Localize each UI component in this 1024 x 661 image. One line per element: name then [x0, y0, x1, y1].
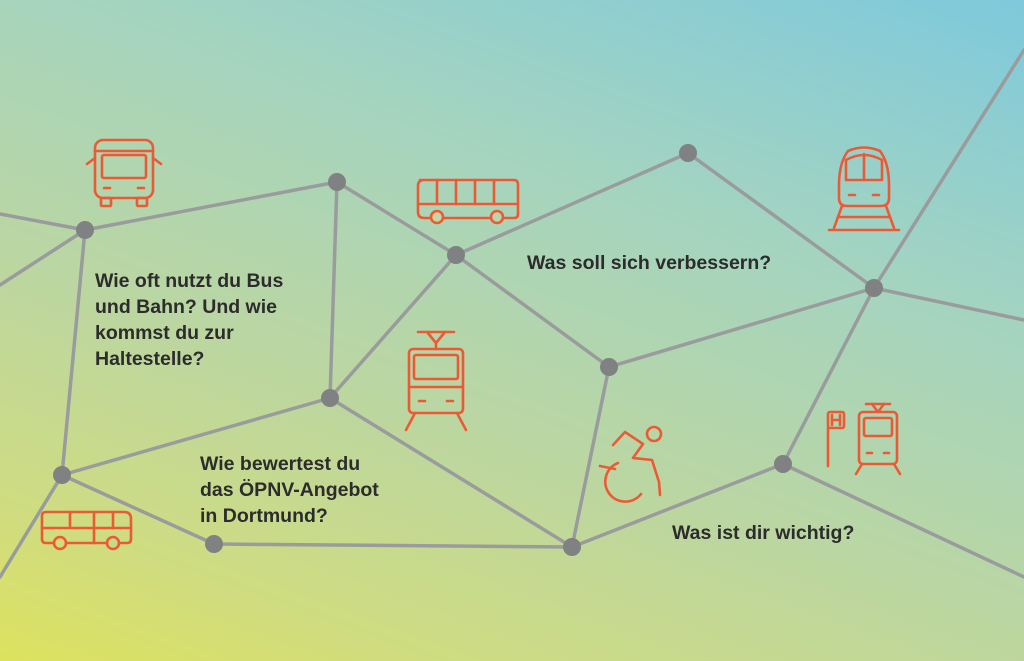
network-edge [328, 253, 458, 400]
network-node [53, 466, 71, 484]
network-edge [0, 212, 87, 232]
coach-bus-icon [416, 178, 520, 225]
network-edge [60, 473, 216, 546]
network-node [563, 538, 581, 556]
question-rating-line: in Dortmund? [200, 505, 328, 527]
network-edge [781, 462, 1024, 579]
network-edge [781, 286, 876, 466]
network-edge [607, 286, 876, 369]
network-edge [454, 253, 611, 369]
wheelchair-accessibility-icon [598, 425, 663, 503]
network-edge [212, 542, 574, 549]
train-front-icon [827, 146, 901, 232]
question-usage-line: Haltestelle? [95, 348, 205, 370]
question-rating: Wie bewertest du das ÖPNV-Angebot in Dor… [200, 451, 379, 529]
network-edge [872, 48, 1024, 290]
network-node [865, 279, 883, 297]
network-edge [335, 180, 458, 257]
question-rating-line: Wie bewertest du [200, 453, 361, 475]
tram-stop-icon [826, 402, 902, 476]
network-node [447, 246, 465, 264]
network-edge [0, 473, 64, 579]
network-edge [872, 286, 1024, 322]
network-node [328, 173, 346, 191]
network-edge [454, 151, 690, 257]
question-usage-line: kommst du zur [95, 322, 234, 344]
question-improve-text: Was soll sich verbessern? [527, 252, 772, 274]
network-edge [328, 396, 574, 549]
network-edge [570, 365, 611, 549]
question-important: Was ist dir wichtig? [672, 520, 854, 546]
network-edge [83, 180, 339, 232]
network-node [205, 535, 223, 553]
question-rating-line: das ÖPNV-Angebot [200, 479, 379, 501]
question-improve: Was soll sich verbessern? [527, 250, 771, 276]
network-node [774, 455, 792, 473]
minibus-icon [40, 510, 133, 551]
question-usage: Wie oft nutzt du Bus und Bahn? Und wie k… [95, 268, 283, 372]
bus-front-icon [85, 138, 163, 208]
question-important-text: Was ist dir wichtig? [672, 522, 855, 544]
network-node [600, 358, 618, 376]
network-edge [60, 228, 87, 477]
network-edge [328, 180, 339, 400]
network-edge [0, 228, 87, 287]
network-edge [686, 151, 876, 290]
network-node [321, 389, 339, 407]
network-node [679, 144, 697, 162]
question-usage-line: und Bahn? Und wie [95, 296, 277, 318]
tram-front-icon [404, 330, 468, 432]
network-edge [570, 462, 785, 549]
question-usage-line: Wie oft nutzt du Bus [95, 270, 284, 292]
network-node [76, 221, 94, 239]
network-edge [60, 396, 332, 477]
